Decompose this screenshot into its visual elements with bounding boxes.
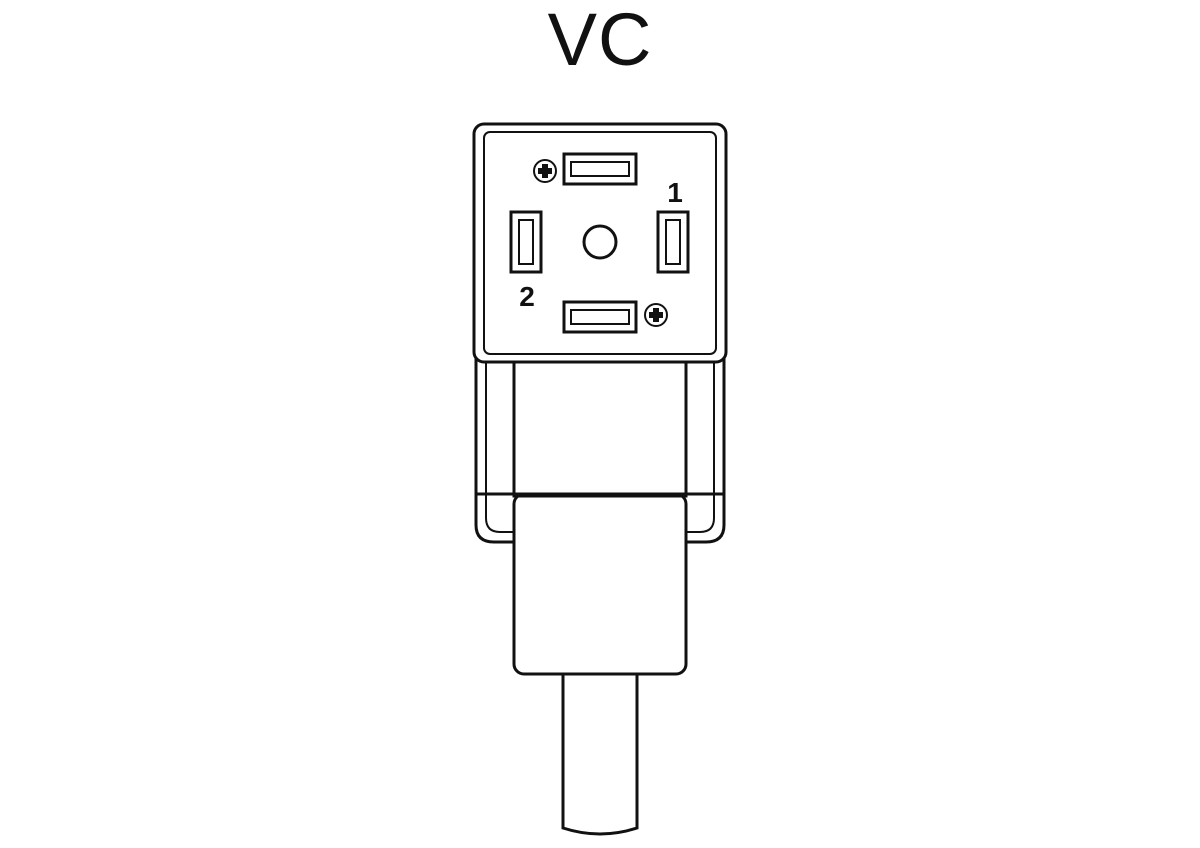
lower-housing [474,338,726,676]
pin-1-label: 1 [667,177,683,208]
center-hole [582,224,618,260]
diagram-title: VC [547,0,653,81]
cable [561,670,639,836]
pin-2-label: 2 [519,281,535,312]
ground-icon [533,159,557,183]
contact-top [562,152,638,186]
ground-icon [644,303,668,327]
contact-pin-2 [509,210,543,274]
contact-bottom [562,300,638,334]
contact-pin-1 [656,210,690,274]
